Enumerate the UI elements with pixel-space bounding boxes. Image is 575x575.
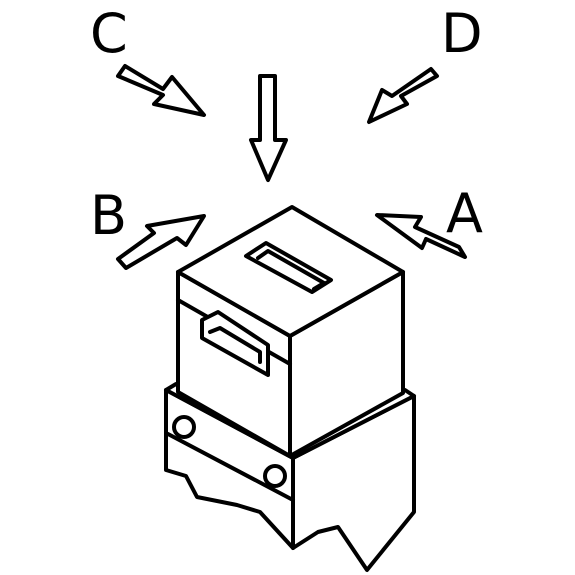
- arrow-top: [249, 74, 288, 182]
- label-b: B: [90, 184, 127, 247]
- base-right-face: [291, 394, 416, 572]
- arrow-b: [116, 214, 206, 270]
- label-c: C: [90, 2, 128, 65]
- arrow-c: [116, 64, 206, 117]
- top-slot-outer: [244, 241, 333, 294]
- top-slot-inner: [256, 249, 326, 291]
- arrow-d: [367, 67, 439, 124]
- side-handle-inner: [208, 326, 262, 364]
- label-a: A: [446, 182, 483, 245]
- label-d: D: [441, 2, 483, 65]
- bolt-left: [172, 415, 196, 439]
- upper-box: [176, 205, 405, 458]
- base-groove-line: [166, 432, 295, 502]
- arrow-a: [375, 213, 467, 259]
- bolt-right: [263, 464, 287, 488]
